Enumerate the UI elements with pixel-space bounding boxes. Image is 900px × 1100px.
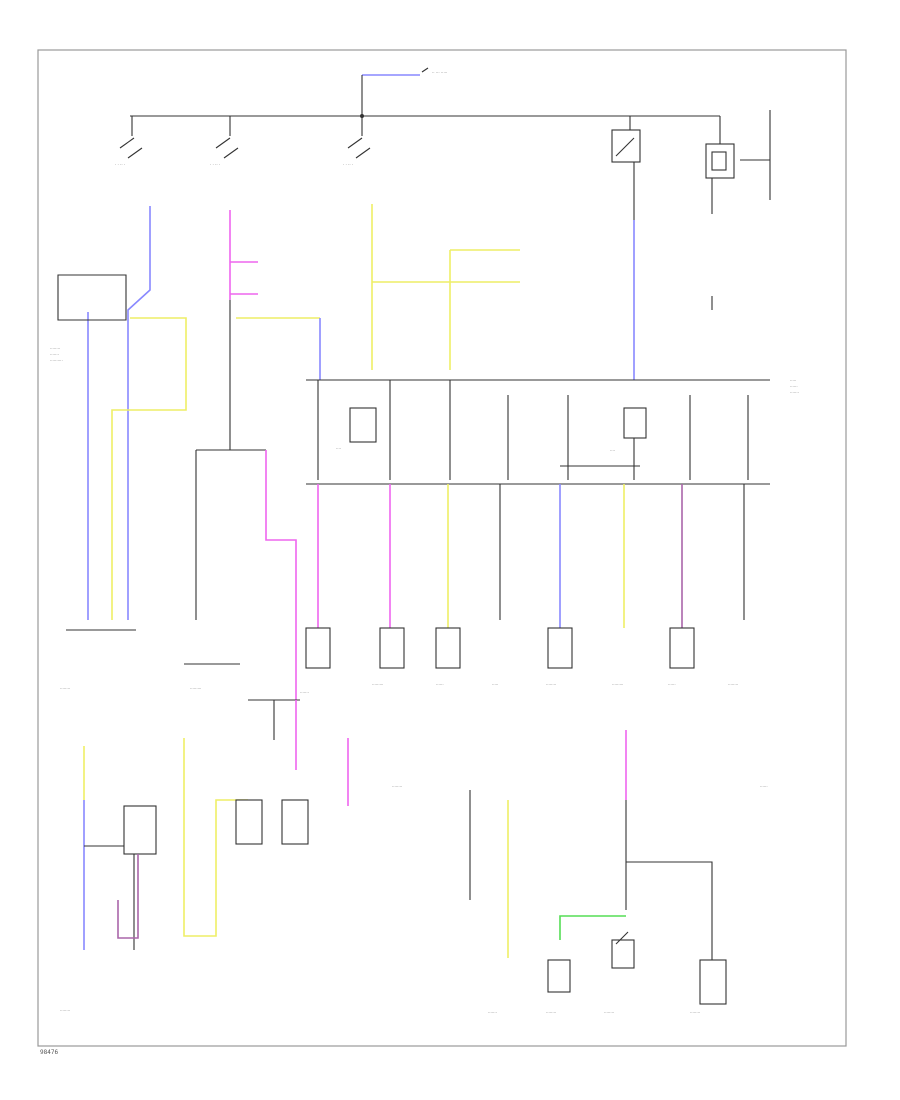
svg-text:· · ·· ·: · · ·· · bbox=[210, 162, 220, 167]
svg-text:········: ········ bbox=[546, 682, 556, 687]
svg-text:········: ········ bbox=[60, 686, 70, 691]
svg-text:·········: ········· bbox=[612, 682, 623, 687]
wire-runs bbox=[57, 204, 635, 700]
svg-text:··········: ·········· bbox=[50, 358, 63, 363]
lower-circuits bbox=[83, 730, 727, 1005]
svg-text:·······: ······· bbox=[50, 352, 59, 357]
diagram-frame bbox=[37, 49, 847, 1047]
ignition-switch-group: · · ·· · · · ·· · · · ·· · bbox=[115, 116, 371, 167]
svg-text:·····: ····· bbox=[492, 682, 498, 687]
top-bus: ·· ··· ····· bbox=[130, 67, 720, 118]
label-blocks: ········ ······· ·········· ····· ······… bbox=[50, 346, 799, 1015]
svg-text:·· ··· ·····: ·· ··· ····· bbox=[432, 70, 447, 75]
svg-text:· · ·· ·: · · ·· · bbox=[115, 162, 125, 167]
svg-text:·······: ······· bbox=[300, 690, 309, 695]
svg-text:·······: ······· bbox=[790, 390, 799, 395]
svg-text:········: ········ bbox=[60, 1008, 70, 1013]
svg-text:········: ········ bbox=[728, 682, 738, 687]
relay-box-2 bbox=[705, 143, 735, 179]
svg-text:········: ········ bbox=[690, 1010, 700, 1015]
svg-text:······: ······ bbox=[790, 384, 798, 389]
svg-text:······: ······ bbox=[760, 784, 768, 789]
svg-text:········: ········ bbox=[604, 1010, 614, 1015]
svg-text:········: ········ bbox=[50, 346, 60, 351]
svg-text:····: ···· bbox=[610, 448, 615, 453]
svg-text:·····: ····· bbox=[790, 378, 796, 383]
svg-text:·········: ········· bbox=[372, 682, 383, 687]
svg-text:· · ·· ·: · · ·· · bbox=[343, 162, 353, 167]
svg-text:······: ······ bbox=[668, 682, 676, 687]
fuse-block: ···· ···· bbox=[306, 379, 770, 485]
connectors-row bbox=[66, 627, 695, 770]
svg-text:·······: ······· bbox=[488, 1010, 497, 1015]
svg-text:·········: ········· bbox=[190, 686, 201, 691]
diagram-code: 98476 bbox=[40, 1049, 58, 1056]
fuse-outputs bbox=[317, 484, 745, 628]
relays bbox=[611, 110, 771, 310]
svg-text:······: ······ bbox=[436, 682, 444, 687]
svg-text:········: ········ bbox=[546, 1010, 556, 1015]
svg-text:········: ········ bbox=[392, 784, 402, 789]
svg-text:····: ···· bbox=[336, 446, 341, 451]
